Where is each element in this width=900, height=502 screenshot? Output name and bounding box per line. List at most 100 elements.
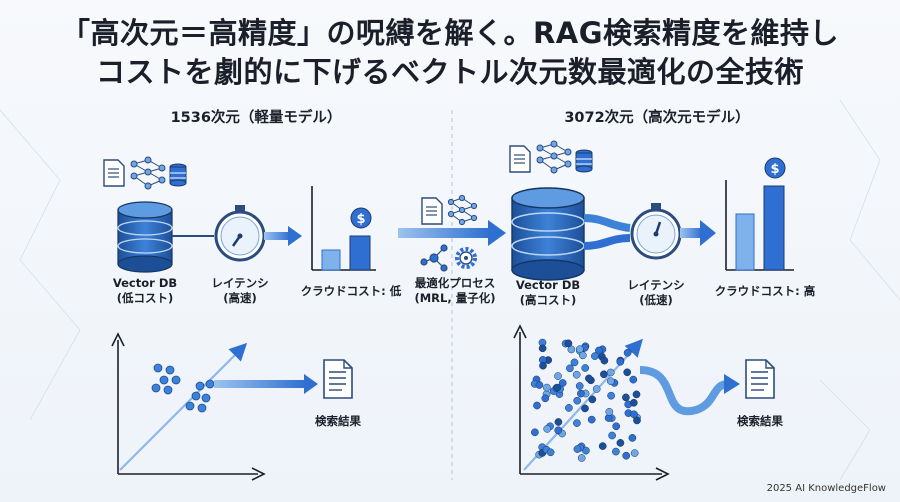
- scatter-point: [575, 345, 584, 354]
- process-label: 最適化プロセス (MRL, 量子化): [400, 276, 510, 306]
- left-heading: 1536次元（軽量モデル）: [170, 110, 342, 126]
- scatter-point: [595, 346, 603, 355]
- cost-chart-left: [311, 186, 376, 271]
- stopwatch-icon: [630, 203, 682, 260]
- right-db-label: Vector DB (高コスト): [493, 278, 603, 308]
- scatter-point: [616, 357, 625, 366]
- scatter-point: [591, 352, 599, 360]
- scatter-points-left: [151, 363, 215, 413]
- scatter-point: [623, 348, 632, 357]
- scatter-point: [575, 382, 584, 390]
- document-icon: [421, 197, 443, 225]
- scatter-points-right: [530, 338, 641, 462]
- scatter-point: [616, 439, 625, 447]
- result-document-icon: [323, 359, 353, 399]
- scatter-point: [605, 407, 614, 416]
- vector-space-left: [111, 332, 266, 481]
- scatter-point: [581, 364, 590, 372]
- scatter-point: [612, 447, 620, 456]
- scatter-point: [535, 381, 544, 389]
- title-line-2: コストを劇的に下げるベクトル次元数最適化の全技術: [95, 55, 804, 89]
- scatter-point: [578, 351, 587, 360]
- left-db-label-2: (低コスト): [116, 291, 174, 305]
- database-icon: [575, 149, 593, 173]
- right-latency-label: レイテンシ (低速): [601, 278, 711, 308]
- gear-icon: [455, 247, 477, 269]
- scatter-point: [622, 393, 630, 402]
- result-document-icon: [745, 359, 775, 399]
- scatter-point: [573, 445, 582, 453]
- scatter-point: [606, 368, 615, 377]
- scatter-point: [612, 422, 621, 431]
- left-cost-label: クラウドコスト: 低: [300, 284, 402, 298]
- scatter-point: [622, 451, 631, 460]
- scatter-point: [554, 418, 563, 426]
- scatter-point: [543, 383, 551, 392]
- scatter-point: [630, 449, 639, 457]
- background-network: [0, 99, 900, 481]
- scatter-point: [598, 442, 607, 450]
- scatter-point: [554, 372, 562, 380]
- scatter-point: [541, 394, 550, 403]
- right-db-label-1: Vector DB: [515, 278, 581, 292]
- scatter-point: [565, 404, 573, 412]
- scatter-point: [577, 454, 586, 462]
- neural-network-icon: [536, 140, 572, 174]
- scatter-point: [608, 431, 616, 440]
- scatter-point: [630, 410, 638, 419]
- cost-chart-right: [725, 180, 794, 271]
- vector-db-right-icon: [511, 187, 585, 281]
- network-node-icon: [420, 244, 448, 272]
- scatter-point: [573, 396, 582, 405]
- database-icon: [169, 163, 187, 187]
- scatter-point: [629, 375, 638, 384]
- scatter-point: [531, 428, 539, 437]
- left-result-label: 検索結果: [315, 414, 361, 428]
- arrow-icon: [214, 374, 318, 394]
- dollar-coin-icon: $: [764, 157, 786, 179]
- scatter-point: [606, 377, 615, 386]
- scatter-point: [572, 370, 581, 379]
- left-db-label: Vector DB (低コスト): [90, 276, 200, 306]
- scatter-point: [592, 385, 601, 393]
- scatter-point: [588, 395, 597, 404]
- scatter-point: [546, 448, 555, 457]
- scatter-point: [573, 419, 581, 427]
- right-latency-label-1: レイテンシ: [627, 278, 685, 292]
- arrow-icon: [680, 220, 716, 246]
- scatter-point: [600, 370, 608, 379]
- right-latency-label-2: (低速): [639, 293, 673, 307]
- scatter-point: [558, 379, 567, 387]
- document-icon: [103, 159, 125, 187]
- scatter-point: [629, 398, 638, 407]
- scatter-point: [632, 390, 641, 399]
- arrow-icon: [264, 226, 302, 246]
- scatter-point: [566, 364, 574, 373]
- left-latency-label-1: レイテンシ: [211, 276, 269, 290]
- right-db-label-2: (高コスト): [519, 293, 577, 307]
- scatter-point: [607, 391, 615, 400]
- svg-text:$: $: [356, 212, 365, 227]
- title-line-1: 「高次元＝高精度」の呪縛を解く。RAG検索精度を維持し: [60, 16, 840, 50]
- footer-credit: 2025 AI KnowledgeFlow: [766, 483, 886, 494]
- process-label-1: 最適化プロセス: [414, 276, 496, 290]
- neural-network-icon: [130, 156, 166, 190]
- dollar-coin-icon: $: [350, 207, 372, 229]
- neural-network-icon: [447, 194, 478, 226]
- scatter-point: [564, 339, 573, 348]
- optimization-arrow: [398, 220, 506, 246]
- scatter-point: [553, 383, 562, 392]
- scatter-point: [539, 361, 547, 370]
- right-heading: 3072次元（高次元モデル）: [564, 110, 750, 126]
- right-result-label: 検索結果: [737, 414, 783, 428]
- right-cost-label: クラウドコスト: 高: [714, 284, 816, 298]
- scatter-point: [585, 374, 593, 383]
- left-latency-label-2: (高速): [223, 291, 257, 305]
- scatter-point: [600, 356, 609, 365]
- stopwatch-icon: [214, 205, 266, 262]
- scatter-point: [633, 416, 641, 425]
- scatter-point: [570, 358, 579, 367]
- document-icon: [509, 145, 531, 173]
- left-latency-label: レイテンシ (高速): [185, 276, 295, 306]
- svg-text:$: $: [770, 162, 779, 177]
